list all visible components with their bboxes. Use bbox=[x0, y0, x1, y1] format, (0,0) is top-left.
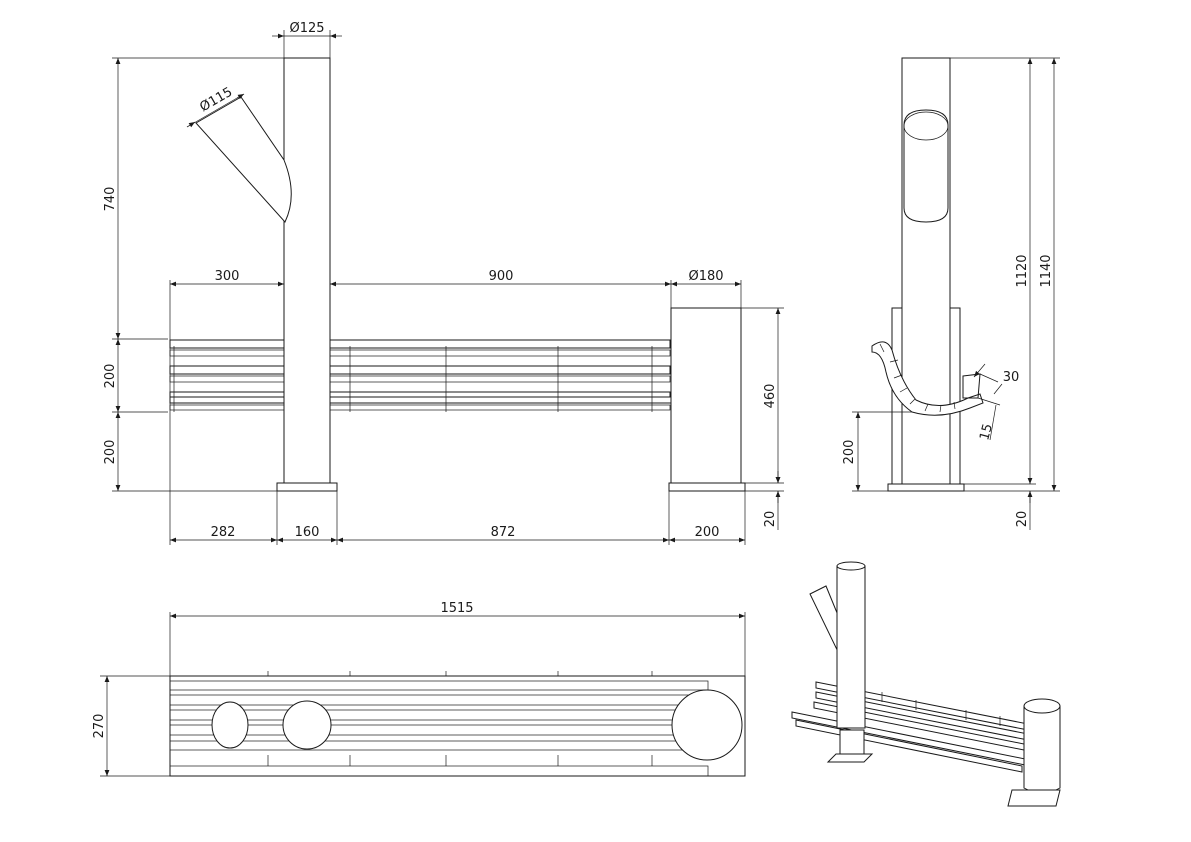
front-bin-base bbox=[668, 482, 746, 492]
front-view: Ø125 Ø115 Ø180 740 300 900 200 200 460 2… bbox=[103, 21, 784, 545]
dim-front-bin-diameter: Ø180 bbox=[688, 269, 723, 284]
side-base-plate bbox=[887, 483, 965, 492]
dim-side-seat-height: 200 bbox=[842, 440, 857, 465]
front-slat-brackets bbox=[173, 346, 653, 412]
side-seat-slats bbox=[879, 343, 956, 413]
top-pipe-circle bbox=[211, 701, 249, 749]
dim-front-top-height: 740 bbox=[103, 187, 118, 212]
iso-post-top bbox=[836, 561, 866, 571]
side-view: 1120 1140 30 15 200 20 bbox=[842, 57, 1060, 530]
side-pipe-opening bbox=[903, 109, 949, 223]
dim-side-slat-thickness: 15 bbox=[977, 422, 996, 442]
dim-top-depth: 270 bbox=[92, 714, 107, 739]
front-post-base bbox=[276, 482, 338, 492]
dim-side-total-outer: 1140 bbox=[1039, 254, 1054, 287]
side-dimension-lines bbox=[855, 58, 1057, 530]
dim-front-seat-height: 200 bbox=[103, 440, 118, 465]
front-bin bbox=[670, 307, 742, 484]
front-seat-slats bbox=[169, 391, 709, 411]
front-main-post bbox=[283, 57, 331, 484]
iso-brackets bbox=[881, 692, 1001, 726]
side-extension-lines bbox=[852, 57, 1060, 492]
dim-front-bottom-span: 872 bbox=[491, 525, 516, 540]
dim-front-seat-span: 900 bbox=[489, 269, 514, 284]
top-outline bbox=[169, 675, 746, 777]
dim-front-post-diameter: Ø125 bbox=[289, 21, 324, 36]
iso-slats bbox=[791, 681, 1031, 773]
iso-post-leg bbox=[839, 729, 865, 755]
iso-bin-top bbox=[1023, 698, 1061, 714]
front-angled-pipe bbox=[195, 96, 292, 223]
front-dimension-lines bbox=[115, 33, 781, 543]
dim-front-backrest-height: 200 bbox=[103, 364, 118, 389]
dim-side-slat-width: 30 bbox=[1003, 370, 1020, 385]
isometric-view bbox=[791, 561, 1061, 807]
side-pipe-rim bbox=[903, 111, 949, 141]
iso-bin bbox=[1023, 700, 1061, 794]
dim-front-seat-left: 300 bbox=[215, 269, 240, 284]
top-post-circle bbox=[282, 700, 332, 750]
dim-top-length: 1515 bbox=[440, 601, 473, 616]
dim-front-base-plate: 20 bbox=[763, 511, 778, 528]
dim-side-base-plate: 20 bbox=[1015, 511, 1030, 528]
dim-front-bottom-post: 160 bbox=[295, 525, 320, 540]
top-extension-lines bbox=[100, 612, 746, 777]
top-bin-circle bbox=[671, 689, 743, 761]
iso-bin-base bbox=[1007, 789, 1061, 807]
dim-front-bin-height: 460 bbox=[763, 384, 778, 409]
side-main-post bbox=[901, 57, 951, 485]
dim-side-total-inner: 1120 bbox=[1015, 254, 1030, 287]
iso-post bbox=[836, 562, 866, 729]
front-backrest-slats bbox=[169, 339, 671, 383]
side-seat-profile bbox=[871, 341, 984, 416]
dim-front-bottom-left: 282 bbox=[211, 525, 236, 540]
top-slats bbox=[169, 680, 709, 777]
iso-post-base bbox=[826, 753, 874, 763]
top-brackets bbox=[267, 671, 653, 766]
dim-front-bottom-bin: 200 bbox=[695, 525, 720, 540]
top-view: 1515 270 bbox=[92, 601, 746, 777]
